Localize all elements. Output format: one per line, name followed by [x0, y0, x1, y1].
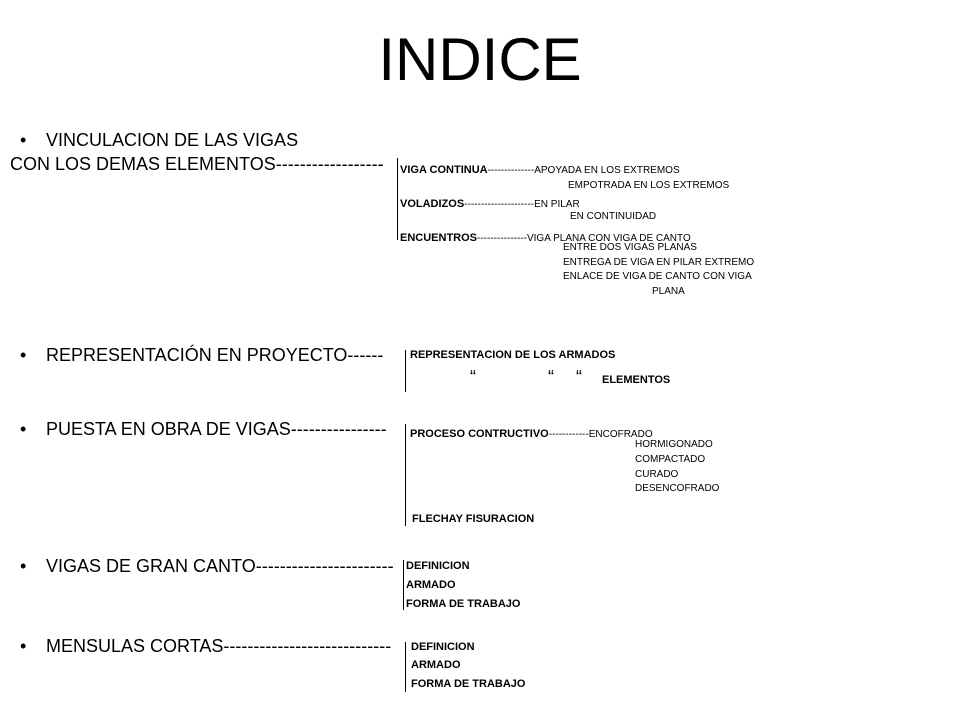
bullet: • — [20, 419, 27, 439]
page-title: INDICE — [378, 26, 582, 93]
representacion-item: REPRESENTACION DE LOS ARMADOS — [410, 349, 616, 361]
representacion-item: ELEMENTOS — [602, 374, 671, 386]
encuentros-label: ENCUENTROS — [400, 232, 478, 244]
bullet: • — [20, 556, 27, 576]
section-vinculacion-label: CON LOS DEMAS ELEMENTOS — [10, 154, 276, 174]
section-vigas-gran-canto-label: VIGAS DE GRAN CANTO — [46, 556, 256, 576]
dashes: ------------ — [548, 429, 589, 440]
dashes: -------------- — [487, 165, 535, 176]
proceso-item: ENCOFRADO — [588, 429, 653, 440]
vigas-gran-canto-item: DEFINICION — [406, 560, 470, 572]
encuentros-item: VIGA PLANA CON VIGA DE CANTO — [526, 233, 691, 244]
proceso-label: PROCESO CONTRUCTIVO — [410, 428, 549, 440]
viga-continua-label: VIGA CONTINUA — [400, 164, 488, 176]
section-representacion-label: REPRESENTACIÓN EN PROYECTO — [46, 345, 348, 365]
dashes: --------------------- — [464, 199, 535, 210]
voladizos-label: VOLADIZOS — [400, 198, 465, 210]
dashes: ---------------------------- — [223, 636, 392, 656]
bracket-line — [403, 560, 404, 610]
section-vinculacion-line1: VINCULACION DE LAS VIGAS — [46, 130, 299, 150]
mensulas-item: ARMADO — [411, 659, 461, 671]
dashes: ------------------ — [275, 154, 384, 174]
mensulas-item: DEFINICION — [411, 641, 475, 653]
proceso-item: COMPACTADO — [635, 454, 706, 465]
bracket-line — [405, 642, 406, 692]
section-vigas-gran-canto: VIGAS DE GRAN CANTO---------------------… — [46, 557, 394, 575]
bracket-line — [397, 158, 398, 240]
bullet: • — [20, 345, 27, 365]
encuentros-item: ENTRE DOS VIGAS PLANAS — [563, 242, 697, 253]
proceso-item: CURADO — [635, 469, 679, 480]
proceso-row: PROCESO CONTRUCTIVO------------ENCOFRADO — [410, 425, 653, 441]
voladizos-row: VOLADIZOS---------------------EN PILAR — [400, 195, 580, 211]
section-puesta-label: PUESTA EN OBRA DE VIGAS — [46, 419, 291, 439]
bracket-line — [405, 424, 406, 526]
encuentros-item: PLANA — [652, 286, 685, 297]
bullet: • — [20, 130, 27, 150]
encuentros-item: ENLACE DE VIGA DE CANTO CON VIGA — [563, 271, 752, 282]
encuentros-item: ENTREGA DE VIGA EN PILAR EXTREMO — [563, 257, 755, 268]
voladizos-item: EN PILAR — [534, 199, 580, 210]
viga-continua-item: EMPOTRADA EN LOS EXTREMOS — [568, 180, 730, 191]
vigas-gran-canto-item: FORMA DE TRABAJO — [406, 598, 521, 610]
voladizos-item: EN CONTINUIDAD — [570, 211, 657, 222]
dashes: ---------------- — [290, 419, 387, 439]
bullet: • — [20, 636, 27, 656]
encuentros-row: ENCUENTROS---------------VIGA PLANA CON … — [400, 229, 691, 245]
section-representacion: REPRESENTACIÓN EN PROYECTO------ — [46, 346, 383, 364]
section-puesta: PUESTA EN OBRA DE VIGAS---------------- — [46, 420, 387, 438]
dashes: --------------- — [477, 233, 527, 244]
ditto-mark: “ — [548, 367, 554, 387]
mensulas-item: FORMA DE TRABAJO — [411, 678, 526, 690]
vigas-gran-canto-item: ARMADO — [406, 579, 456, 591]
ditto-mark: “ — [470, 367, 476, 387]
proceso-item: HORMIGONADO — [635, 439, 713, 450]
ditto-mark: “ — [576, 367, 582, 387]
flecha-item: FLECHAY FISURACION — [412, 513, 535, 525]
section-mensulas-label: MENSULAS CORTAS — [46, 636, 224, 656]
dashes: ----------------------- — [255, 556, 394, 576]
proceso-item: DESENCOFRADO — [635, 483, 720, 494]
viga-continua-item: APOYADA EN LOS EXTREMOS — [534, 165, 680, 176]
dashes: ------ — [347, 345, 384, 365]
section-vinculacion-line2: CON LOS DEMAS ELEMENTOS-----------------… — [10, 155, 384, 173]
bracket-line — [405, 350, 406, 392]
section-mensulas: MENSULAS CORTAS-------------------------… — [46, 637, 391, 655]
viga-continua-row: VIGA CONTINUA--------------APOYADA EN LO… — [400, 161, 680, 177]
